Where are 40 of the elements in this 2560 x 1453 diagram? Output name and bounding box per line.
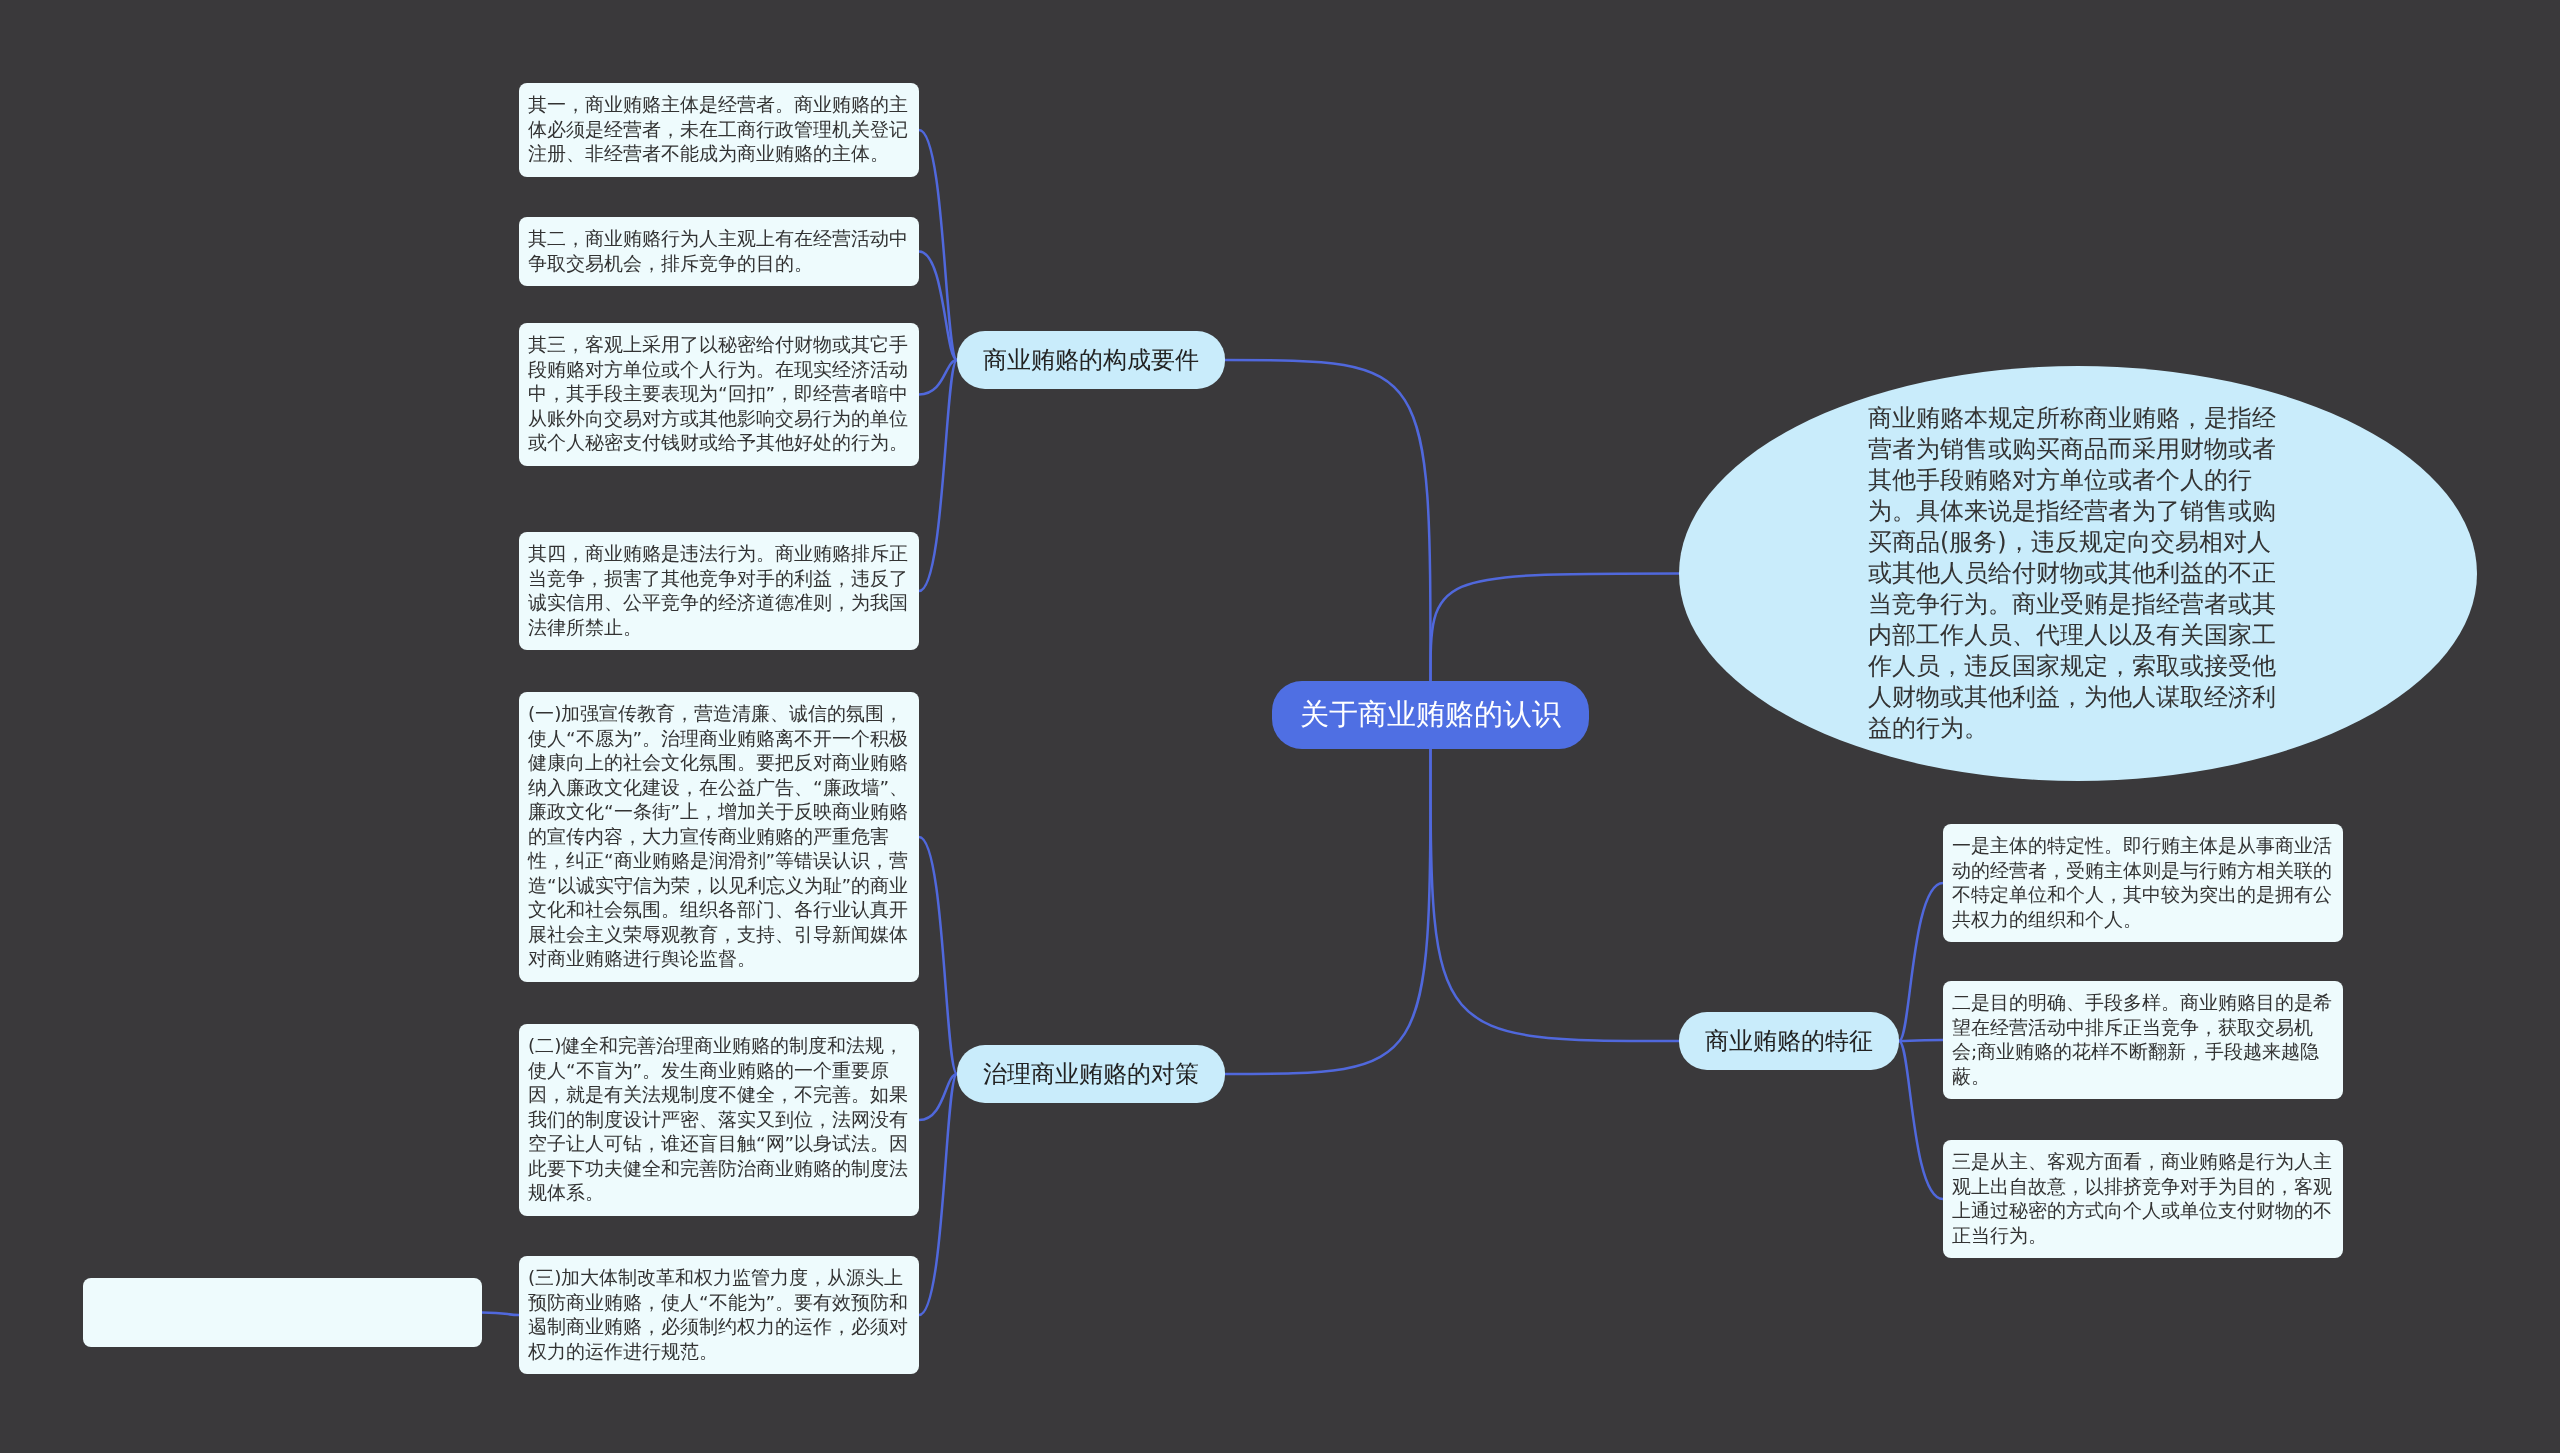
connector-line	[482, 1311, 520, 1317]
connector-line	[918, 358, 958, 396]
node-text: 商业贿赂的构成要件	[983, 345, 1199, 376]
note-card	[1943, 824, 2343, 942]
node-text: 商业贿赂的特征	[1705, 1026, 1873, 1057]
node-text: 治理商业贿赂的对策	[983, 1059, 1199, 1090]
note-card	[1943, 1140, 2343, 1258]
node-text: 一是主体的特定性。即行贿主体是从事商业活动的经营者，受贿主体则是与行贿方相关联的不特定单位和个人，其中较为突出的是拥有公共权力的组织和个人。	[1952, 834, 2333, 932]
node-text: 其二，商业贿赂行为人主观上有在经营活动中争取交易机会，排斥竞争的目的。	[528, 227, 909, 276]
topic-pill	[1679, 1012, 1899, 1070]
empty-note-card	[83, 1278, 482, 1347]
note-card	[519, 83, 919, 177]
central-topic	[1272, 681, 1589, 749]
connector-line	[1899, 1038, 1943, 1043]
connector-line	[918, 250, 958, 361]
note-card	[519, 1256, 919, 1374]
note-card	[519, 217, 919, 286]
node-text: 商业贿赂本规定所称商业贿赂，是指经营者为销售或购买商品而采用财物或者其他手段贿赂对方单位或者个人的行为。具体来说是指经营者为了销售或购买商品(服务)，违反规定向交易相对人或其他人员给付财物或其他利益的不正当竞争行为。商业受贿是指经营者或其内部工作人员、代理人以及有关国家工作人员，违反国家规定，索取或接受他人财物或其他利益，为他人谋取经济利益的行为。	[1868, 403, 2277, 744]
node-text: 其三，客观上采用了以秘密给付财物或其它手段贿赂对方单位或个人行为。在现实经济活动中，其手段主要表现为“回扣”，即经营者暗中从账外向交易对方或其他影响交易行为的单位或个人秘密支付钱财或给予其他好处的行为。	[528, 333, 910, 455]
node-text: (二)健全和完善治理商业贿赂的制度和法规，使人“不盲为”。发生商业贿赂的一个重要原因，就是有关法规制度不健全，不完善。如果我们的制度设计严密、落实又到位，法网没有空子让人可钻，谁还盲目触“网”以身试法。因此要下功夫健全和完善防治商业贿赂的制度法规体系。	[528, 1034, 910, 1205]
connector-line	[1898, 881, 1944, 1042]
topic-pill	[957, 1045, 1225, 1103]
note-card	[1943, 981, 2343, 1099]
connector-line	[918, 836, 959, 1075]
node-text: 二是目的明确、手段多样。商业贿赂目的是希望在经营活动中排斥正当竞争，获取交易机会;商业贿赂的花样不断翻新，手段越来越隐蔽。	[1952, 991, 2333, 1089]
node-text: 关于商业贿赂的认识	[1300, 696, 1561, 733]
connector-line	[918, 359, 959, 592]
connector-line	[1898, 1040, 1944, 1201]
node-text: 其四，商业贿赂是违法行为。商业贿赂排斥正当竞争，损害了其他竞争对手的利益，违反了诚实信用、公平竞争的经济道德准则，为我国法律所禁止。	[528, 542, 909, 640]
node-text: (三)加大体制改革和权力监管力度，从源头上预防商业贿赂，使人“不能为”。要有效预防和遏制商业贿赂，必须制约权力的运作，必须对权力的运作进行规范。	[528, 1266, 910, 1364]
connector-line	[918, 1072, 958, 1122]
node-text: (一)加强宣传教育，营造清廉、诚信的氛围，使人“不愿为”。治理商业贿赂离不开一个积极健康向上的社会文化氛围。要把反对商业贿赂纳入廉政文化建设，在公益广告、“廉政墙”、廉政文化“一条街”上，增加关于反映商业贿赂的宣传内容，大力宣传商业贿赂的严重危害性，纠正“商业贿赂是润滑剂”等错误认识，营造“以诚实守信为荣，以见利忘义为耻”的商业文化和社会氛围。组织各部门、各行业认真开展社会主义荣辱观教育，支持、引导新闻媒体对商业贿赂进行舆论监督。	[528, 702, 910, 971]
connector-line	[918, 1073, 959, 1316]
note-card	[519, 323, 919, 466]
node-text: 三是从主、客观方面看，商业贿赂是行为人主观上出自故意，以排挤竞争对手为目的，客观上通过秘密的方式向个人或单位支付财物的不正当行为。	[1952, 1150, 2333, 1248]
connector-line	[1429, 749, 1679, 1043]
note-card	[519, 532, 919, 650]
connector-line	[1429, 572, 1679, 681]
topic-pill	[957, 331, 1225, 389]
node-text: 其一，商业贿赂主体是经营者。商业贿赂的主体必须是经营者，未在工商行政管理机关登记注册、非经营者不能成为商业贿赂的主体。	[528, 93, 909, 166]
